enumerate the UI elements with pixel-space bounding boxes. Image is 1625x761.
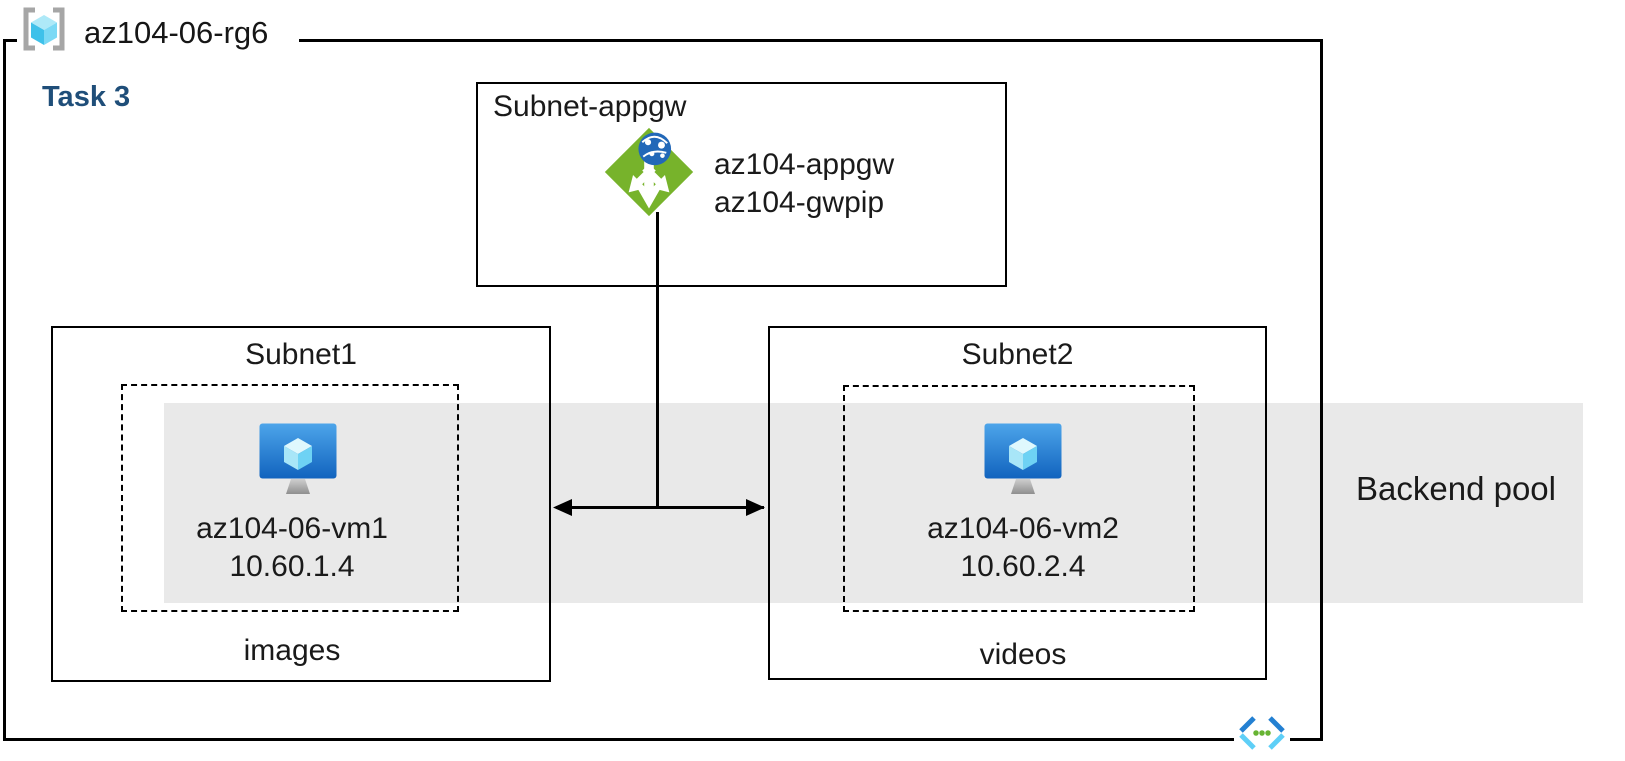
subnet1-content-label: images bbox=[243, 634, 341, 667]
subnet1-label: Subnet1 bbox=[245, 338, 357, 371]
subnet-appgw-box bbox=[476, 82, 1007, 287]
virtual-machine-icon bbox=[259, 423, 337, 494]
vm2-ip: 10.60.2.4 bbox=[960, 550, 1086, 583]
vm2-name: az104-06-vm2 bbox=[927, 512, 1119, 545]
subnet1-backend-dashed-box bbox=[121, 384, 459, 612]
subnet2-box: Subnet2 bbox=[768, 326, 1267, 680]
subnet2-label: Subnet2 bbox=[961, 338, 1074, 371]
task-label: Task 3 bbox=[42, 81, 131, 113]
vm1-name: az104-06-vm1 bbox=[196, 512, 388, 545]
resource-group-name: az104-06-rg6 bbox=[84, 15, 269, 50]
vm2-caption: az104-06-vm2 10.60.2.4 bbox=[871, 510, 1175, 586]
subnet2-backend-dashed-box bbox=[843, 385, 1195, 612]
subnet1-box: Subnet1 bbox=[51, 326, 551, 682]
vm1-caption: az104-06-vm1 10.60.1.4 bbox=[140, 510, 444, 586]
resource-group-border-gap bbox=[17, 31, 299, 48]
resource-group-border bbox=[3, 39, 1323, 741]
resource-group-icon bbox=[23, 7, 65, 51]
application-gateway-name: az104-appgw bbox=[714, 148, 895, 181]
vm1-ip: 10.60.1.4 bbox=[229, 550, 355, 583]
application-gateway-names: az104-appgw az104-gwpip bbox=[714, 146, 894, 222]
application-gateway-icon bbox=[604, 127, 694, 217]
backend-pool-band bbox=[164, 403, 1583, 603]
subnet2-content-label: videos bbox=[979, 638, 1067, 671]
backend-pool-label: Backend pool bbox=[1356, 470, 1556, 507]
subnet-appgw-label: Subnet-appgw bbox=[493, 90, 687, 123]
virtual-machine-icon bbox=[984, 423, 1062, 494]
virtual-network-icon bbox=[1234, 711, 1290, 755]
gateway-public-ip-name: az104-gwpip bbox=[714, 186, 885, 219]
